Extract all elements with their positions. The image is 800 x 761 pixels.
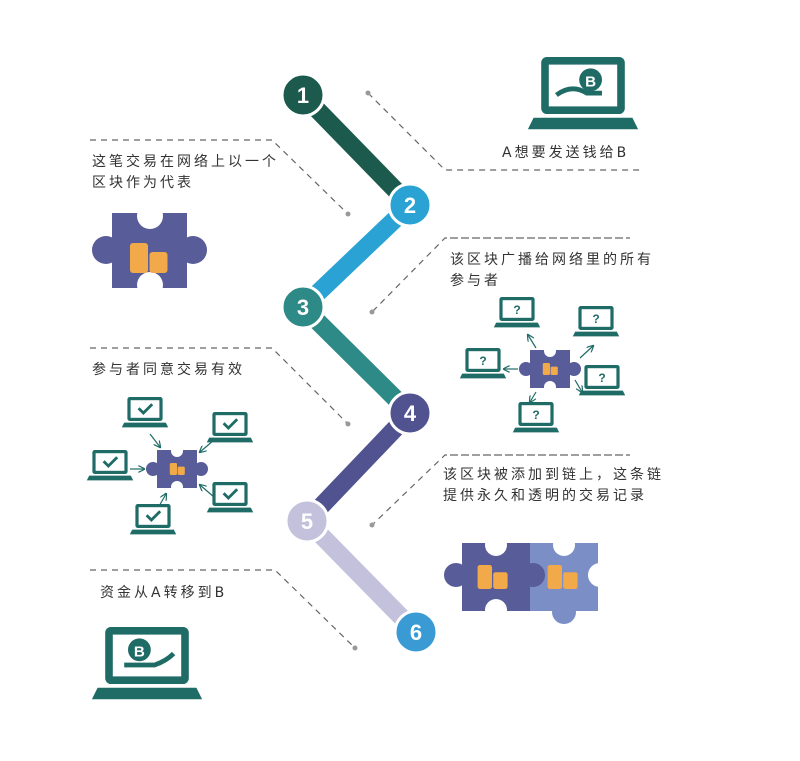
caption-step-1: A想要发送钱给B [502, 145, 630, 161]
step-node-4: 4 [387, 390, 433, 436]
laptop-check-icon [207, 482, 253, 512]
laptop-question-icon [513, 402, 559, 432]
segment-3-4 [296, 300, 417, 420]
puzzle-block-icon [92, 203, 207, 298]
dashed-connectors [90, 92, 640, 649]
caption-step-4: 参与者同意交易有效 [92, 362, 245, 378]
step-node-1: 1 [280, 72, 326, 118]
caption-step-2: 这笔交易在网络上以一个 区块作为代表 [92, 152, 279, 194]
svg-text:6: 6 [410, 620, 422, 645]
segment-4-5 [300, 406, 417, 528]
caption-step-3: 该区块广播给网络里的所有 参与者 [450, 250, 654, 292]
segment-5-6 [300, 514, 423, 639]
segment-1-2 [296, 88, 417, 212]
svg-text:2: 2 [404, 193, 416, 218]
segment-2-3 [296, 198, 417, 314]
laptop-question-icon [494, 297, 540, 327]
svg-text:B: B [585, 73, 596, 90]
svg-text:1: 1 [297, 83, 309, 108]
caption-line: 该区块被添加到链上，这条链 [443, 467, 664, 483]
validation-network-icon [87, 397, 253, 534]
broadcast-network-icon [460, 297, 625, 432]
svg-text:4: 4 [404, 401, 417, 426]
step-node-3: 3 [280, 284, 326, 330]
caption-step-5: 该区块被添加到链上，这条链 提供永久和透明的交易记录 [443, 465, 664, 507]
laptop-bitcoin-icon: B [527, 57, 639, 130]
chain-puzzle-icon [444, 534, 612, 624]
caption-step-6: 资金从A转移到B [100, 585, 228, 601]
caption-line: 参与者 [450, 273, 501, 289]
step-node-6: 6 [393, 609, 439, 655]
svg-text:3: 3 [297, 295, 309, 320]
laptop-check-icon [130, 504, 176, 534]
caption-line: 这笔交易在网络上以一个 [92, 154, 279, 170]
laptop-check-icon [87, 450, 133, 480]
step-node-2: 2 [387, 182, 433, 228]
caption-line: 区块作为代表 [92, 175, 194, 191]
laptop-check-icon [207, 412, 253, 442]
caption-line: 提供永久和透明的交易记录 [443, 488, 647, 504]
laptop-question-icon [460, 348, 506, 378]
laptop-bitcoin-icon: B [91, 627, 203, 700]
svg-text:B: B [134, 643, 145, 660]
svg-text:5: 5 [301, 509, 313, 534]
timeline-path [296, 88, 423, 639]
step-node-5: 5 [284, 498, 330, 544]
laptop-question-icon [579, 365, 625, 395]
caption-line: 该区块广播给网络里的所有 [450, 252, 654, 268]
laptop-check-icon [122, 397, 168, 427]
laptop-question-icon [573, 306, 619, 336]
